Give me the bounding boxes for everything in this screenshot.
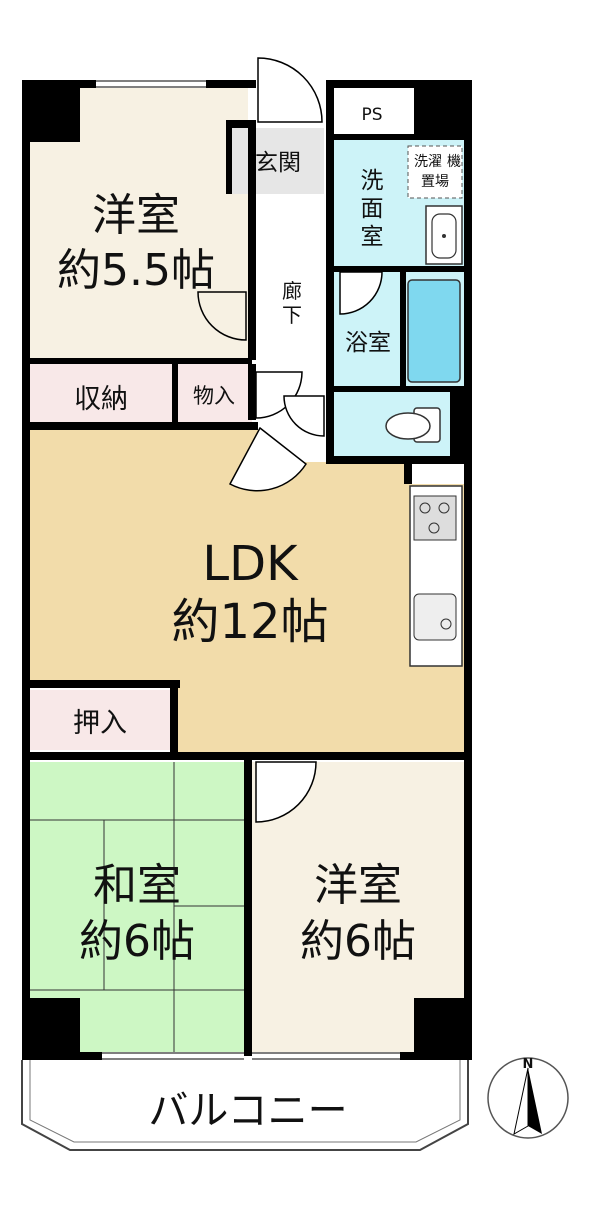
entrance-floor (232, 128, 324, 194)
storage-2-floor (176, 364, 252, 422)
japanese-room-size: 約6帖 (79, 916, 195, 967)
ps-label: PS (361, 105, 382, 125)
washroom-label-2: 面 (361, 196, 384, 222)
washer-label-3: 置場 (421, 174, 449, 190)
western-room-1-name: 洋室 (92, 190, 180, 241)
compass-north-label: N (523, 1057, 534, 1072)
western-room-2-name: 洋室 (314, 860, 402, 911)
balcony-outline (21, 1060, 469, 1151)
storage-2-label: 物入 (193, 384, 235, 408)
entrance-label: 玄関 (255, 150, 301, 176)
balcony-label: バルコニー (148, 1088, 347, 1134)
western-room-2-size: 約6帖 (300, 916, 416, 967)
north-arrow-icon (528, 1068, 542, 1134)
japanese-room-name: 和室 (93, 860, 181, 911)
washer-space (407, 145, 463, 199)
corridor-label-1: 廊 (282, 279, 302, 303)
washer-label-2: 機 (447, 154, 461, 170)
closet-label: 押入 (73, 708, 127, 739)
ldk-floor (30, 428, 466, 756)
washroom-label-1: 洗 (361, 168, 384, 194)
storage-1-label: 収納 (74, 384, 128, 415)
washroom-label-3: 室 (361, 224, 384, 250)
ldk-name: LDK (202, 536, 299, 592)
tatami-lines (30, 762, 244, 1052)
ldk-size: 約12帖 (171, 594, 328, 650)
storage-1-floor (30, 364, 172, 422)
walls (22, 80, 472, 1060)
kitchen-counter (409, 485, 463, 667)
bathtub (407, 279, 461, 383)
closet-floor (30, 690, 170, 750)
corridor-label-2: 下 (282, 303, 302, 327)
washer-label-1: 洗濯 (414, 154, 442, 170)
toilet (385, 407, 441, 443)
washbasin (425, 205, 463, 265)
windows (96, 80, 400, 1060)
compass (487, 1057, 569, 1139)
western-room-1-size: 約5.5帖 (57, 245, 215, 296)
door-swings (197, 57, 383, 823)
bathroom-label: 浴室 (345, 330, 391, 356)
